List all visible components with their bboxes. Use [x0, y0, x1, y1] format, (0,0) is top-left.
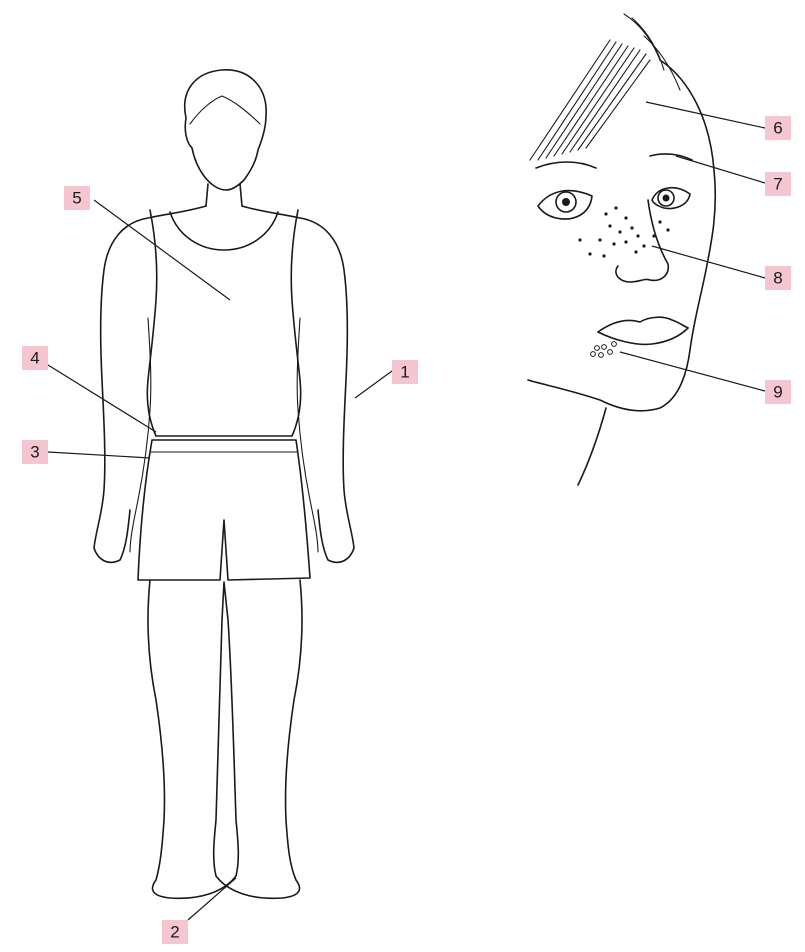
freckles	[578, 206, 669, 257]
label-9: 9	[765, 380, 791, 404]
left-inner-arm	[130, 318, 151, 552]
hair-strands	[530, 14, 680, 160]
mouth-spots	[591, 342, 617, 358]
nose	[616, 200, 668, 282]
label-6: 6	[765, 116, 791, 140]
label-text: 8	[773, 269, 782, 288]
label-text: 3	[30, 443, 39, 462]
leader-9	[620, 352, 765, 391]
label-3: 3	[22, 440, 48, 464]
left-eyebrow	[536, 162, 596, 168]
label-5: 5	[64, 186, 90, 210]
face-figure	[528, 14, 715, 485]
lower-lip	[598, 328, 688, 344]
label-text: 2	[170, 923, 179, 942]
label-text: 5	[72, 189, 81, 208]
neck-line	[578, 408, 606, 485]
label-8: 8	[765, 266, 791, 290]
leader-8	[652, 246, 765, 278]
right-pupil	[663, 195, 670, 202]
label-text: 1	[400, 363, 409, 382]
leader-7	[676, 156, 765, 183]
leader-1	[355, 371, 392, 398]
label-text: 9	[773, 383, 782, 402]
torso-arms-outline	[94, 206, 354, 562]
tank-top	[147, 210, 300, 436]
face-outline	[528, 60, 715, 411]
body-figure	[94, 70, 354, 898]
label-text: 7	[773, 175, 782, 194]
leader-lines	[48, 102, 765, 920]
legs	[148, 580, 302, 898]
shorts	[138, 440, 310, 580]
label-7: 7	[765, 172, 791, 196]
neck	[206, 184, 242, 206]
hairline	[190, 96, 260, 124]
label-text: 4	[30, 349, 39, 368]
head-outline	[185, 70, 266, 190]
leader-2	[188, 878, 236, 920]
label-2: 2	[162, 920, 188, 944]
label-1: 1	[392, 360, 418, 384]
label-text: 6	[773, 119, 782, 138]
label-4: 4	[22, 346, 48, 370]
left-pupil	[562, 198, 570, 206]
leader-3	[48, 452, 150, 458]
upper-lip	[598, 317, 688, 332]
right-inner-arm	[297, 318, 318, 552]
